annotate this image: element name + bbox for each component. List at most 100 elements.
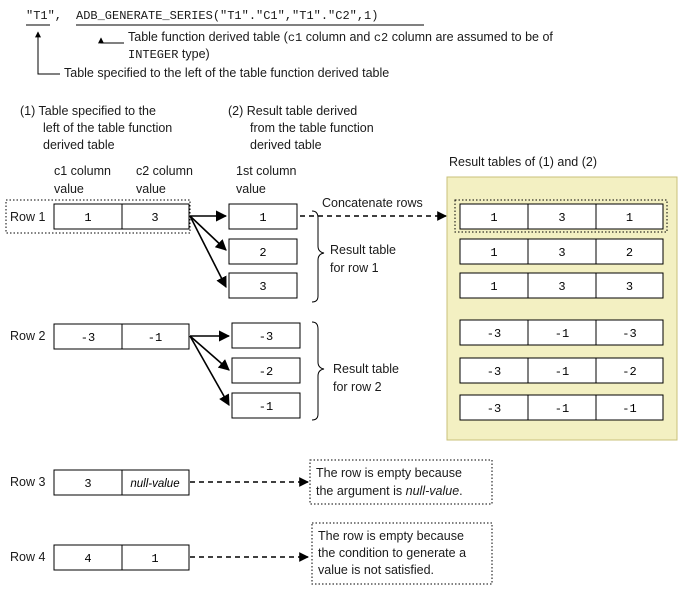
- row2-result-label-1: Result table: [333, 362, 399, 376]
- heading-first-col-2: value: [236, 182, 266, 196]
- row1-arrow-2: [189, 215, 227, 251]
- heading-c1-1: c1 column: [54, 164, 111, 178]
- combined-cell-value: -3: [487, 402, 501, 416]
- combined-cell-value: -3: [487, 365, 501, 379]
- row2-c2-cell: [121, 323, 190, 350]
- combined-cell-value: 2: [626, 246, 633, 260]
- row2-result-cell-1: [231, 322, 301, 349]
- row1-result-label-2: for row 1: [330, 261, 379, 275]
- combined-cell: [595, 394, 664, 421]
- combined-cell-value: 1: [490, 211, 497, 225]
- combined-cell-value: -3: [622, 327, 636, 341]
- combined-cell: [595, 319, 664, 346]
- heading-c2-1: c2 column: [136, 164, 193, 178]
- row1-label: Row 1: [10, 210, 45, 224]
- row3-c1-value: 3: [84, 477, 91, 491]
- combined-cell-value: 1: [490, 280, 497, 294]
- row3-note-line1: The row is empty because: [316, 466, 462, 480]
- note-function-derived-table: Table function derived table (c1 column …: [128, 30, 553, 45]
- row2-c1-value: -3: [81, 331, 95, 345]
- row1-c2-cell: [121, 203, 190, 230]
- row2-arrow-3: [189, 335, 230, 406]
- row3-c2-value: null-value: [130, 478, 179, 490]
- combined-cell: [527, 319, 597, 346]
- heading-c2-2: value: [136, 182, 166, 196]
- combined-cell-value: -1: [555, 327, 569, 341]
- code-table-name: "T1",: [26, 9, 62, 23]
- row2-arrow-2: [189, 335, 230, 371]
- combined-cell: [595, 357, 664, 384]
- note-left-table: Table specified to the left of the table…: [64, 66, 389, 80]
- row1-c1-cell: [53, 203, 123, 230]
- heading-result-table-2: from the table function: [250, 121, 374, 135]
- row1-result-label-1: Result table: [330, 243, 396, 257]
- row2-c2-value: -1: [148, 331, 162, 345]
- row4-c2-value: 1: [151, 552, 158, 566]
- combined-cell: [595, 272, 664, 299]
- row1-c1-value: 1: [84, 211, 91, 225]
- row1-arrow-3: [189, 215, 227, 288]
- heading-result-table-3: derived table: [250, 138, 322, 152]
- row4-label: Row 4: [10, 550, 45, 564]
- combined-cell-value: 3: [558, 280, 565, 294]
- combined-cell: [459, 272, 529, 299]
- row3-c2-cell: [121, 469, 190, 496]
- row4-note-line1: The row is empty because: [318, 529, 464, 543]
- row2-result-1: -3: [259, 330, 273, 344]
- row1-result-3: 3: [259, 280, 266, 294]
- row2-result-2: -2: [259, 365, 273, 379]
- combined-cell-value: -3: [487, 327, 501, 341]
- row1-brace: [311, 210, 325, 303]
- concatenate-label: Concatenate rows: [322, 196, 423, 210]
- combined-cell-value: -1: [555, 365, 569, 379]
- row4-note-line2: the condition to generate a: [318, 546, 466, 560]
- row2-brace: [311, 321, 325, 421]
- heading-result-table-1: (2) Result table derived: [228, 104, 357, 118]
- heading-left-table-2: left of the table function: [43, 121, 172, 135]
- row3-c1-cell: [53, 469, 123, 496]
- code-function-call: ADB_GENERATE_SERIES("T1"."C1","T1"."C2",…: [76, 9, 378, 23]
- results-panel-title: Result tables of (1) and (2): [449, 155, 597, 169]
- heading-first-col-1: 1st column: [236, 164, 296, 178]
- row3-label: Row 3: [10, 475, 45, 489]
- combined-cell: [595, 203, 664, 230]
- heading-left-table-3: derived table: [43, 138, 115, 152]
- combined-cell-value: 1: [490, 246, 497, 260]
- combined-cell-value: 3: [558, 246, 565, 260]
- combined-cell: [595, 238, 664, 265]
- row1-result-cell-1: [228, 203, 298, 230]
- row2-result-cell-2: [231, 357, 301, 384]
- combined-cell: [459, 203, 529, 230]
- note-integer-type: INTEGER type): [128, 47, 210, 62]
- row1-result-cell-3: [228, 272, 298, 299]
- row2-result-label-2: for row 2: [333, 380, 382, 394]
- combined-cell-value: -1: [555, 402, 569, 416]
- combined-cell-value: 3: [558, 211, 565, 225]
- row1-result-cell-2: [228, 238, 298, 265]
- row4-c1-value: 4: [84, 552, 91, 566]
- row1-c2-value: 3: [151, 211, 158, 225]
- combined-cell: [459, 394, 529, 421]
- row2-c1-cell: [53, 323, 123, 350]
- combined-cell-value: 3: [626, 280, 633, 294]
- row1-result-2: 2: [259, 246, 266, 260]
- pointer-function-line: [100, 40, 124, 44]
- combined-cell: [527, 203, 597, 230]
- combined-cell-value: -2: [622, 365, 636, 379]
- combined-row1-highlight: [454, 199, 668, 233]
- row1-result-1: 1: [259, 211, 266, 225]
- row4-note-line3: value is not satisfied.: [318, 563, 434, 577]
- row2-label: Row 2: [10, 329, 45, 343]
- combined-cell: [459, 238, 529, 265]
- row4-note-box: [311, 522, 493, 585]
- pointer-table-arrow: [35, 31, 60, 75]
- row2-result-3: -1: [259, 400, 273, 414]
- row2-result-cell-3: [231, 392, 301, 419]
- heading-left-table-1: (1) Table specified to the: [20, 104, 156, 118]
- combined-cell-value: -1: [622, 402, 636, 416]
- row3-note-box: [309, 459, 493, 505]
- heading-c1-2: value: [54, 182, 84, 196]
- combined-cell: [527, 394, 597, 421]
